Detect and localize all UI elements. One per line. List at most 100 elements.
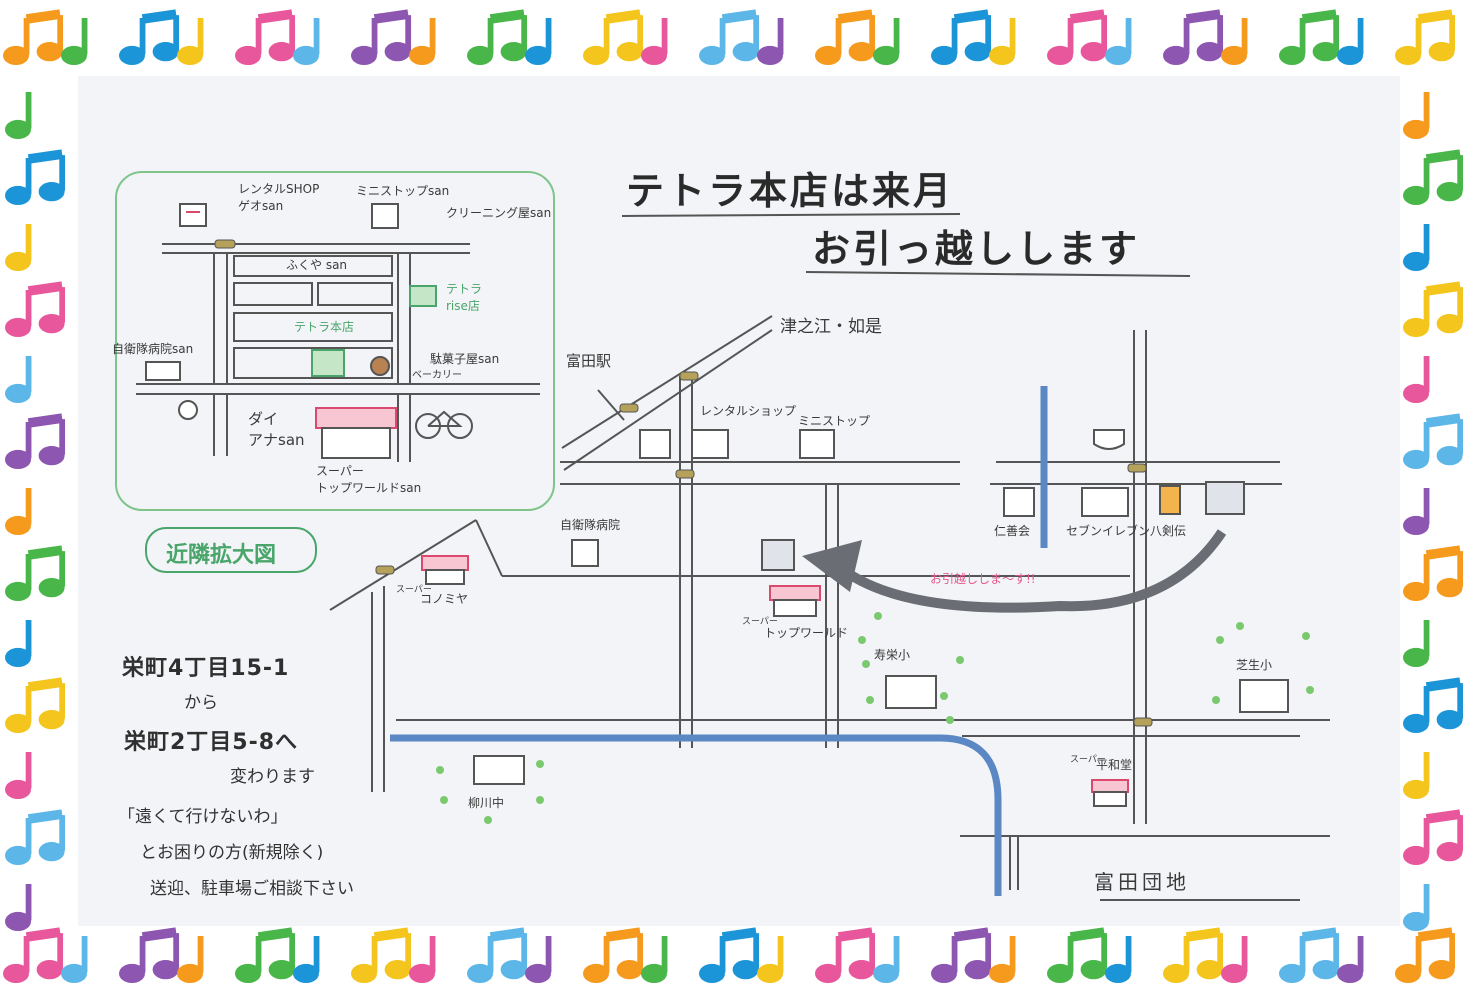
quarter-note-icon xyxy=(5,488,32,536)
beamed-note-icon xyxy=(1047,927,1108,984)
inset-store-awning-icon xyxy=(315,407,397,459)
inset-label-fukuya: ふくや san xyxy=(286,258,348,272)
quarter-note-icon xyxy=(1105,18,1132,66)
quarter-note-icon xyxy=(1221,18,1248,66)
quarter-note-icon xyxy=(1403,356,1430,404)
beamed-note-icon xyxy=(5,545,66,602)
title-line-1: テトラ本店は来月 xyxy=(626,169,955,213)
quarter-note-icon xyxy=(409,18,436,66)
quarter-note-icon xyxy=(989,18,1016,66)
beamed-note-icon xyxy=(1395,927,1456,984)
quarter-note-icon xyxy=(61,936,88,984)
beamed-note-icon xyxy=(5,809,66,866)
beamed-note-icon xyxy=(583,9,644,66)
inset-label-clinic: 自衛隊病院san xyxy=(112,342,194,356)
quarter-note-icon xyxy=(989,936,1016,984)
title-underline-1 xyxy=(621,213,961,217)
label-konomiya-prefix: スーパー xyxy=(396,585,432,595)
note-line-3: 送迎、駐車場ご相談下さい xyxy=(150,879,354,899)
beamed-note-icon xyxy=(3,927,64,984)
quarter-note-icon xyxy=(1221,936,1248,984)
inset-tetra-rise-lot xyxy=(409,285,437,307)
hachikenya-side-lot xyxy=(1205,481,1245,515)
beer-mug-icon xyxy=(1159,485,1181,515)
quarter-note-icon xyxy=(1403,92,1430,140)
quarter-note-icon xyxy=(177,936,204,984)
label-topworld: トップワールド xyxy=(764,626,849,640)
inset-label-supermarket: スーパー トップワールドsan xyxy=(316,464,422,495)
label-heiwado-prefix: スーパー xyxy=(1070,755,1106,765)
school-building-icons xyxy=(473,429,1289,785)
quarter-note-icon xyxy=(1403,752,1430,800)
dagashi-candy-icon xyxy=(370,356,390,376)
beamed-note-icon xyxy=(1163,927,1224,984)
beamed-note-icon xyxy=(1163,9,1224,66)
traffic-light-icon xyxy=(178,400,198,420)
inset-clinic-icon xyxy=(145,361,181,381)
heiwado-store-icon xyxy=(1091,779,1129,807)
label-topworld-prefix: スーパー xyxy=(742,617,778,627)
label-clinic: 自衛隊病院 xyxy=(560,518,621,532)
quarter-note-icon xyxy=(757,936,784,984)
beamed-note-icon xyxy=(235,927,296,984)
river xyxy=(390,734,1002,896)
moving-arrow xyxy=(834,529,1227,613)
title-line-2: お引っ越しします xyxy=(812,227,1141,271)
beamed-note-icon xyxy=(1279,9,1340,66)
beamed-note-icon xyxy=(351,927,412,984)
beamed-note-icon xyxy=(5,281,66,338)
label-station: 富田駅 xyxy=(566,352,612,370)
inset-label-rental-shop: レンタルSHOP ゲオsan xyxy=(238,182,320,213)
quarter-note-icon xyxy=(293,936,320,984)
label-heiwado: 平和堂 xyxy=(1096,758,1133,772)
quarter-note-icon xyxy=(641,936,668,984)
beamed-note-icon xyxy=(1395,9,1456,66)
quarter-note-icon xyxy=(525,18,552,66)
address-to: 栄町2丁目5-8へ xyxy=(124,730,299,755)
quarter-note-icon xyxy=(757,18,784,66)
label-rental: レンタルショップ xyxy=(700,404,797,418)
beamed-note-icon xyxy=(1403,281,1464,338)
konomiya-store-icon xyxy=(421,555,469,585)
quarter-note-icon xyxy=(641,18,668,66)
inset-label-ministop: ミニストップsan xyxy=(356,184,450,198)
inset-label-daiana: ダイ アナsan xyxy=(248,410,305,449)
beamed-note-icon xyxy=(351,9,412,66)
tree-icons xyxy=(436,612,1314,824)
inset-badge: 近隣拡大図 xyxy=(166,543,277,568)
beamed-note-icon xyxy=(931,927,992,984)
quarter-note-icon xyxy=(293,18,320,66)
quarter-note-icon xyxy=(409,936,436,984)
beamed-note-icon xyxy=(1403,413,1464,470)
beamed-note-icon xyxy=(699,927,760,984)
quarter-note-icon xyxy=(873,18,900,66)
beamed-note-icon xyxy=(467,9,528,66)
beamed-note-icon xyxy=(467,927,528,984)
label-yanagi: 柳川中 xyxy=(468,796,505,810)
quarter-note-icon xyxy=(5,224,32,272)
note-line-1: 「遠くて行けないわ」 xyxy=(118,807,288,827)
quarter-note-icon xyxy=(1105,936,1132,984)
beamed-note-icon xyxy=(5,677,66,734)
label-tsushima: 津之江・如是 xyxy=(780,317,882,337)
quarter-note-icon xyxy=(5,620,32,668)
label-jinkai: 仁善会 xyxy=(994,524,1031,538)
beamed-note-icon xyxy=(583,927,644,984)
quarter-note-icon xyxy=(873,936,900,984)
inset-label-cleaning: クリーニング屋san xyxy=(446,206,552,220)
label-ministop: ミニストップ xyxy=(798,414,871,428)
beamed-note-icon xyxy=(1403,149,1464,206)
inset-badge-frame xyxy=(145,527,317,573)
inset-map-frame xyxy=(115,171,555,511)
inset-tetra-honten-lot xyxy=(311,349,345,377)
inset-label-bakery: ベーカリー xyxy=(412,370,462,381)
address-from-suffix: から xyxy=(184,693,218,713)
inset-label-dagashi: 駄菓子屋san xyxy=(430,352,500,366)
quarter-note-icon xyxy=(5,884,32,932)
beamed-note-icon xyxy=(119,927,180,984)
beamed-note-icon xyxy=(1403,677,1464,734)
beamed-note-icon xyxy=(235,9,296,66)
beamed-note-icon xyxy=(931,9,992,66)
traffic-lights xyxy=(214,239,1153,727)
